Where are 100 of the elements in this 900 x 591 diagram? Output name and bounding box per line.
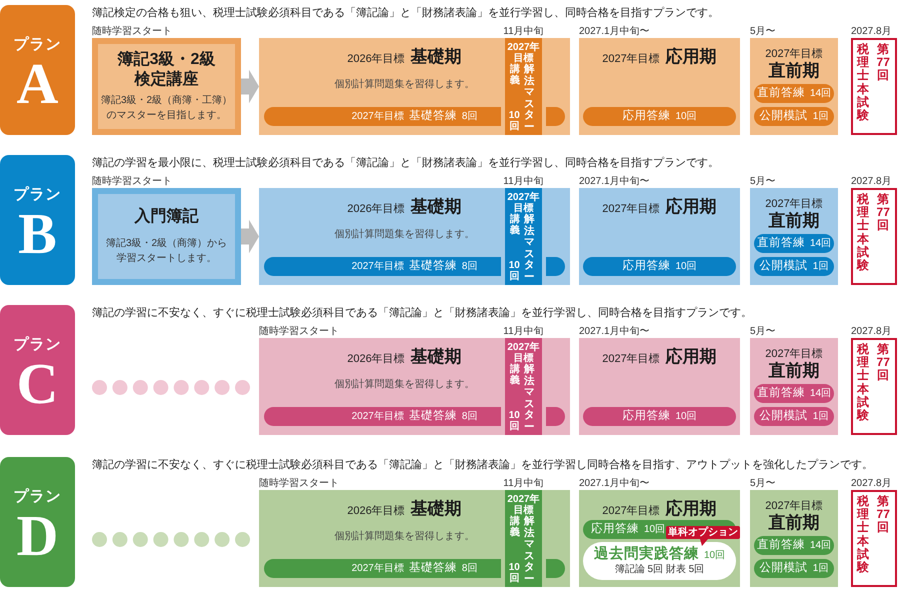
- target-year: 2027年目標: [765, 347, 823, 362]
- column-year: 2027年目標: [506, 494, 541, 516]
- timing-label: 11月中旬: [503, 26, 544, 38]
- timing-label: 2027.8月: [851, 478, 892, 490]
- pill-note: 14回: [810, 388, 832, 398]
- target-year: 2027年目標: [765, 197, 823, 212]
- session-pill: [754, 407, 834, 426]
- pill-title: 公開模試: [760, 410, 808, 422]
- phase-box: [259, 490, 570, 587]
- phase-box: [750, 38, 838, 135]
- pill-note: 8回: [462, 112, 478, 122]
- phase-box: [259, 188, 570, 285]
- pill-title: 基礎答練: [408, 562, 457, 574]
- column-year: 2027年目標: [506, 342, 541, 364]
- pill-note: 1回: [812, 262, 828, 272]
- phase-box: [259, 38, 570, 135]
- pill-title: 基礎答練: [408, 260, 457, 272]
- pill-note: 8回: [462, 564, 478, 574]
- session-pill: [754, 559, 834, 578]
- course-box: [92, 38, 241, 135]
- column-year: 2027年目標: [506, 192, 541, 214]
- plan-description: 簿記検定の合格も狙い、税理士試験必須科目である「簿記論」と「財務諸表論」を並行学習し、同時合格を目指すプランです。: [92, 6, 719, 20]
- exam-number: 第77回: [876, 43, 890, 83]
- lecture-label: 講義: [510, 364, 520, 386]
- pill-note: 2027年目標: [352, 412, 404, 422]
- timing-label: 2027.8月: [851, 176, 892, 188]
- plan-letter: B: [18, 205, 57, 263]
- pill-title: 公開模試: [760, 260, 808, 272]
- pill-title: 応用答練: [622, 410, 670, 422]
- session-pill: [583, 257, 736, 276]
- column-title: 解法マスター: [524, 516, 534, 586]
- exam-title: 税理士本試験: [857, 495, 869, 574]
- exam-box: [851, 188, 897, 285]
- timing-label: 5月〜: [750, 478, 776, 490]
- pill-note: 2027年目標: [352, 112, 404, 122]
- session-pill: [754, 234, 834, 253]
- pill-note: 14回: [810, 540, 832, 550]
- pill-title: 基礎答練: [408, 110, 457, 122]
- pill-note: 14回: [810, 88, 832, 98]
- lecture-label: 講義: [510, 64, 520, 86]
- pill-note: 1回: [812, 564, 828, 574]
- plan-badge: [0, 5, 75, 135]
- session-pill: [754, 84, 834, 103]
- target-year: 2027年目標: [602, 202, 660, 216]
- phase-title: 基礎期: [410, 499, 462, 520]
- pill-title: 直前答練: [756, 88, 805, 100]
- plan-badge: [0, 457, 75, 587]
- exam-number: 第77回: [876, 193, 890, 233]
- phase-description: 個別計算問題集を習得します。: [334, 378, 474, 392]
- target-year: 2027年目標: [602, 52, 660, 66]
- course-title: 入門簿記: [134, 206, 198, 227]
- plan-letter: D: [16, 507, 58, 565]
- target-year: 2026年目標: [347, 352, 405, 366]
- pill-title: 直前答練: [756, 388, 805, 400]
- timing-label: 11月中旬: [503, 176, 544, 188]
- plan-badge: [0, 155, 75, 285]
- pill-title: 直前答練: [756, 540, 805, 552]
- timing-label: 2027.1月中旬〜: [579, 176, 650, 188]
- pill-title: 直前答練: [756, 238, 805, 250]
- pill-note: 8回: [462, 412, 478, 422]
- target-year: 2026年目標: [347, 504, 405, 518]
- phase-box: [750, 490, 838, 587]
- course-description: 簿記3級・2級（商簿）から学習スタートします。: [104, 237, 228, 266]
- plan-label: プラン: [14, 336, 62, 354]
- timing-label: 2027.1月中旬〜: [579, 26, 650, 38]
- timing-label: 随時学習スタート: [259, 478, 339, 490]
- exam-box: [851, 490, 897, 587]
- exam-title: 税理士本試験: [857, 43, 869, 122]
- exam-box: [851, 38, 897, 135]
- pill-note: 1回: [812, 112, 828, 122]
- timing-label: 5月〜: [750, 26, 776, 38]
- phase-description: 個別計算問題集を習得します。: [334, 78, 474, 92]
- exam-title: 税理士本試験: [857, 193, 869, 272]
- phase-title: 直前期: [768, 513, 820, 534]
- phase-title: 応用期: [666, 499, 717, 520]
- timing-label: 11月中旬: [503, 478, 544, 490]
- column-year: 2027年目標: [506, 42, 541, 64]
- column-title: 解法マスター: [524, 364, 534, 434]
- exam-number: 第77回: [876, 495, 890, 535]
- phase-title: 応用期: [666, 47, 717, 68]
- pill-note: 2027年目標: [352, 262, 404, 272]
- plan-letter: C: [16, 355, 58, 413]
- session-count: 10回: [508, 410, 520, 432]
- phase-description: 個別計算問題集を習得します。: [334, 530, 474, 544]
- phase-title: 基礎期: [410, 197, 462, 218]
- pill-note: 10回: [675, 412, 697, 422]
- pill-note: 10回: [675, 262, 697, 272]
- pill-note: 10回: [675, 112, 697, 122]
- block-arrow: [241, 70, 259, 104]
- phase-box: [579, 490, 740, 587]
- exam-box: [851, 338, 897, 435]
- target-year: 2027年目標: [602, 352, 660, 366]
- timing-label: 5月〜: [750, 326, 776, 338]
- target-year: 2027年目標: [765, 499, 823, 514]
- plan-description: 簿記の学習に不安なく、すぐに税理士試験必須科目である「簿記論」と「財務諸表論」を並行学習し、同時合格を目指すプランです。: [92, 306, 752, 320]
- pill-title: 公開模試: [760, 562, 808, 574]
- session-pill: [583, 107, 736, 126]
- phase-box: [579, 338, 740, 435]
- lecture-column: [505, 38, 542, 135]
- target-year: 2026年目標: [347, 202, 405, 216]
